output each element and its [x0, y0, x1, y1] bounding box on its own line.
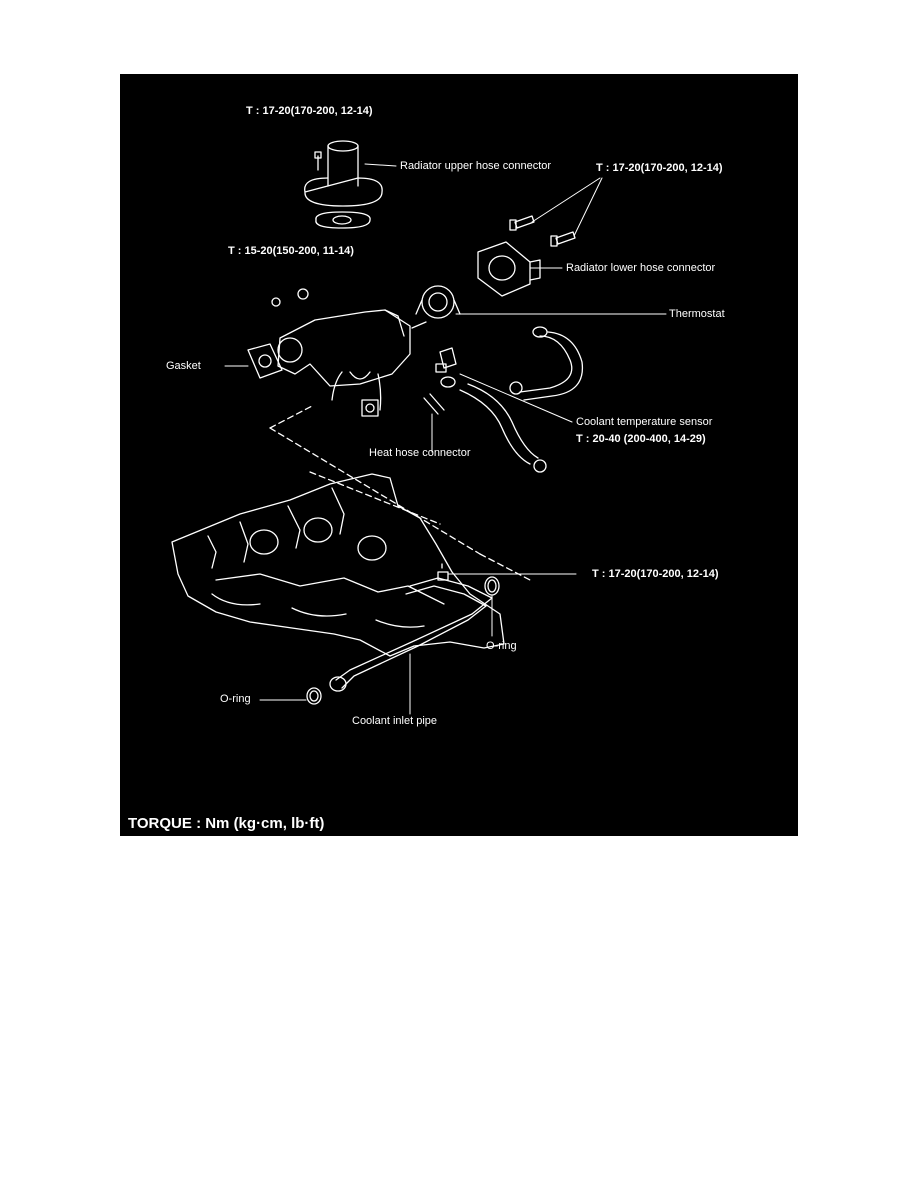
- coolant-inlet-pipe-part: [329, 577, 493, 692]
- radiator-upper-hose-connector: [304, 140, 383, 207]
- thermostat-label: Thermostat: [669, 308, 725, 320]
- lower-connector-bolts: [509, 215, 576, 247]
- torque-spec-inlet-pipe: T : 17-20(170-200, 12-14): [592, 568, 719, 580]
- assembly-guide-lines: [269, 405, 531, 581]
- radiator-upper-hose-connector-label: Radiator upper hose connector: [400, 160, 552, 172]
- coolant-system-exploded-view: [171, 140, 667, 715]
- coolant-temperature-sensor-label: Coolant temperature sensor: [576, 416, 713, 428]
- upper-gasket: [315, 211, 371, 229]
- radiator-lower-hose-connector: [477, 241, 541, 297]
- coolant-temperature-sensor-part: [435, 347, 457, 373]
- o-ring-right-label: O-ring: [486, 640, 517, 652]
- upper-connector-bolt: [314, 151, 322, 171]
- water-outlet-housing: [277, 309, 427, 411]
- gasket-part: [247, 343, 283, 379]
- torque-spec-sensor: T : 20-40 (200-400, 14-29): [576, 433, 706, 445]
- coolant-inlet-pipe-label: Coolant inlet pipe: [352, 715, 438, 727]
- heat-hose-connector-label: Heat hose connector: [369, 447, 471, 459]
- o-ring-left-part: [306, 687, 322, 705]
- thermostat-part: [415, 285, 461, 319]
- torque-spec-stud: T : 15-20(150-200, 11-14): [228, 245, 354, 257]
- leader-lines: [224, 163, 667, 715]
- torque-units-legend: TORQUE : Nm (kg·cm, lb·ft): [128, 815, 325, 832]
- engine-block: [171, 473, 505, 657]
- lower-right-hose: [440, 376, 547, 473]
- gasket-label: Gasket: [166, 360, 201, 372]
- torque-spec-top: T : 17-20(170-200, 12-14): [246, 105, 373, 117]
- upper-right-hose: [509, 326, 584, 401]
- torque-spec-lower-connector: T : 17-20(170-200, 12-14): [596, 162, 723, 174]
- o-ring-left-label: O-ring: [220, 693, 251, 705]
- diagram-panel: T : 17-20(170-200, 12-14) Radiator upper…: [120, 74, 798, 836]
- small-plate: [361, 399, 379, 417]
- heat-hose-connector-part: [423, 393, 445, 415]
- stud-nut: [271, 288, 309, 307]
- inlet-pipe-bolt: [437, 563, 449, 581]
- o-ring-right-part: [484, 576, 500, 596]
- radiator-lower-hose-connector-label: Radiator lower hose connector: [566, 262, 716, 274]
